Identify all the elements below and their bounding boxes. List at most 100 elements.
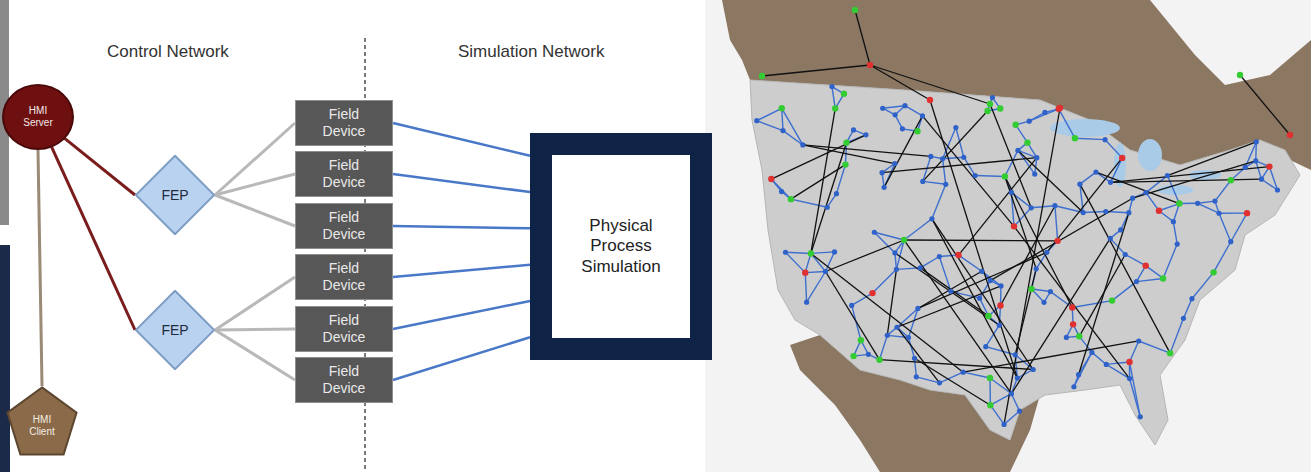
pipeline-link [1072,301,1112,308]
station-dot [1212,199,1217,204]
trunk-link [1240,75,1290,135]
pipeline-link [1163,244,1177,278]
station-dot [955,252,961,258]
trunk-link [825,240,904,271]
trunk-link [1011,238,1110,393]
station-dot [759,73,765,79]
station-dot [948,289,953,294]
station-dot [829,84,834,89]
node-text: Field Device [306,363,382,397]
station-dot [1093,169,1098,174]
station-dot [1024,139,1030,145]
pipeline-link [1129,341,1138,362]
station-dot [834,191,839,196]
pipeline-link [1146,266,1163,279]
station-dot [901,237,907,243]
trunk-link [1014,226,1130,378]
connector-line [393,123,530,156]
trunk-link [1005,176,1036,268]
ocean [705,0,1311,472]
pipeline-link [757,121,783,131]
station-dot [1126,210,1131,215]
trunk-link [904,239,1058,241]
station-dot [1142,262,1148,268]
station-dot [1102,137,1107,142]
station-dot [894,267,899,272]
station-dot [823,269,828,274]
station-dot [1156,208,1162,214]
station-dot [937,254,942,259]
pentagon-shape [7,387,76,454]
node-text: FEP [161,322,188,339]
pipeline-link [905,106,922,116]
station-dot [851,127,856,132]
station-dot [1048,289,1053,294]
station-dot [850,353,856,359]
pipeline-link [1256,161,1262,179]
station-dot [858,337,864,343]
pipeline-link [1016,125,1028,143]
station-dot [1031,367,1036,372]
station-dot [1109,297,1115,303]
station-dot [788,196,794,202]
pipeline-link [1139,341,1170,353]
station-dot [1070,321,1076,327]
station-dot [1189,296,1194,301]
trunk-link [855,10,870,65]
pipeline-link [1092,352,1106,364]
station-dot [1138,414,1143,419]
station-dot [1165,173,1170,178]
pipeline-link [1079,352,1092,374]
trunk-link [990,104,1031,208]
station-dot [1108,180,1113,185]
station-dot [1243,165,1248,170]
station-dot [997,105,1003,111]
station-dot [1071,384,1076,389]
station-dot [1143,190,1148,195]
station-dot [1054,238,1060,244]
field-device-box: Field Device [295,100,393,146]
station-dot [979,269,984,274]
station-dot [1011,223,1017,229]
station-dot [1228,239,1233,244]
station-dot [1034,266,1039,271]
station-dot [912,356,917,361]
station-dot [1104,362,1109,367]
station-dot [892,161,897,166]
station-dot [1076,333,1082,339]
trunk-link [1079,254,1125,336]
station-dot [780,128,785,133]
station-dot [768,176,774,182]
station-dot [1108,236,1113,241]
station-dot [1171,219,1176,224]
connector-line [215,174,295,195]
pipeline-link [791,199,827,207]
trunk-link [870,65,990,104]
station-dot [1244,210,1250,216]
station-dot [1052,203,1057,208]
client-pentagon: HMI Client [6,386,78,456]
node-text: Field Device [306,106,382,140]
trunk-link [923,111,988,181]
station-dot [1029,205,1034,210]
station-dot [961,370,966,375]
station-dot [872,230,877,235]
pipeline-link [782,108,803,145]
station-dot [928,154,933,159]
station-dot [914,128,920,134]
station-dot [1228,177,1234,183]
pipeline-link [914,358,916,377]
station-dot [863,132,868,137]
pipeline-link [923,181,946,184]
field-device-box: Field Device [295,254,393,300]
station-dot [1266,163,1272,169]
station-dot [779,105,785,111]
station-dot [1042,110,1047,115]
pipeline-link [975,175,1005,177]
station-dot [866,352,871,357]
station-dot [973,173,978,178]
pipeline-link [1269,167,1277,190]
pipeline-link [782,108,783,130]
station-dot [1176,200,1182,206]
station-dot [937,380,942,385]
